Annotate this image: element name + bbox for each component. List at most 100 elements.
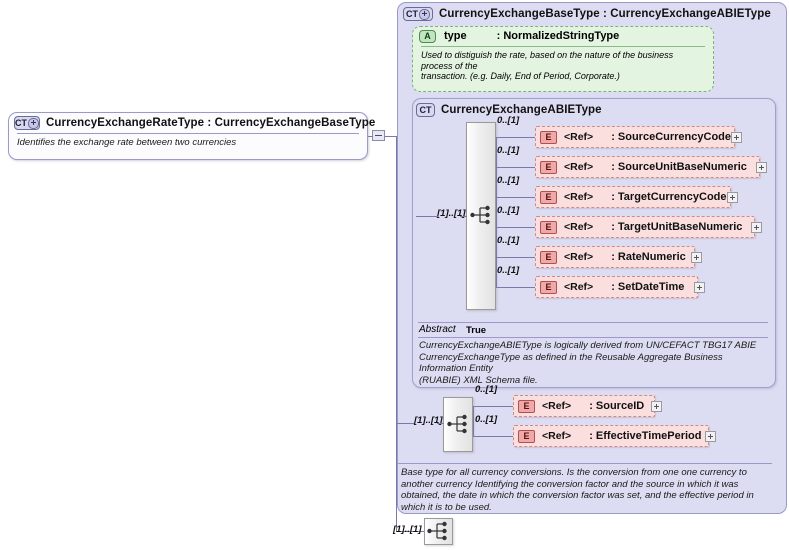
element-icon: E bbox=[518, 429, 535, 443]
connector-line bbox=[416, 216, 438, 217]
element-ref-box[interactable]: E<Ref>: TargetUnitBaseNumeric bbox=[535, 216, 755, 238]
element-ref-box[interactable]: E <Ref> : SourceCurrencyCode bbox=[535, 126, 735, 148]
element-cardinality: 0..[1] bbox=[475, 414, 498, 425]
attribute-box-type[interactable]: A type : NormalizedStringType Used to di… bbox=[412, 26, 714, 92]
element-ref-label: <Ref> bbox=[542, 400, 572, 412]
element-ref-name: : SourceCurrencyCode bbox=[611, 131, 731, 143]
element-cardinality: 0..[1] bbox=[497, 175, 520, 186]
expand-plus-icon[interactable] bbox=[751, 222, 762, 233]
page-title: CurrencyExchangeRateType : CurrencyExcha… bbox=[46, 117, 376, 129]
connector-line bbox=[368, 136, 373, 137]
connector-line bbox=[385, 136, 397, 137]
element-ref-label: <Ref> bbox=[564, 131, 594, 143]
element-icon: E bbox=[540, 130, 557, 144]
expand-plus-icon[interactable] bbox=[756, 162, 767, 173]
sequence-compositor-icon bbox=[427, 521, 447, 541]
abie-type-title: CurrencyExchangeABIEType bbox=[441, 104, 602, 116]
complex-type-expand-icon[interactable]: CT bbox=[14, 116, 40, 130]
base-type-header: CT CurrencyExchangeBaseType : CurrencyEx… bbox=[401, 4, 783, 24]
connector-line bbox=[437, 423, 444, 424]
divider bbox=[17, 133, 359, 134]
sequence-cardinality-base: [1]..[1] bbox=[414, 415, 443, 426]
element-cardinality: 0..[1] bbox=[497, 265, 520, 276]
header-row: CT CurrencyExchangeABIEType bbox=[416, 101, 756, 119]
connector-line bbox=[396, 423, 414, 424]
expand-plus-icon[interactable] bbox=[694, 282, 705, 293]
divider bbox=[418, 337, 768, 338]
sequence-compositor-icon bbox=[470, 205, 490, 225]
attribute-icon: A bbox=[419, 29, 436, 43]
element-ref-name: : SourceID bbox=[589, 400, 645, 412]
connector-line bbox=[473, 436, 513, 437]
complex-type-icon: CT bbox=[416, 103, 435, 117]
element-ref-label: <Ref> bbox=[564, 161, 594, 173]
element-icon: E bbox=[540, 250, 557, 264]
attribute-type: : NormalizedStringType bbox=[496, 30, 620, 42]
element-ref-name: : RateNumeric bbox=[611, 251, 686, 263]
element-cardinality: 0..[1] bbox=[497, 145, 520, 156]
connector-line bbox=[496, 197, 497, 216]
connector-line bbox=[460, 216, 467, 217]
element-ref-name: : EffectiveTimePeriod bbox=[589, 430, 702, 442]
divider bbox=[418, 322, 768, 323]
connector-line bbox=[396, 531, 424, 532]
type-box-header: CT CurrencyExchangeRateType : CurrencyEx… bbox=[9, 113, 375, 133]
base-type-description: Base type for all currency conversions. … bbox=[401, 467, 754, 513]
attribute-header: A type : NormalizedStringType bbox=[413, 27, 713, 45]
element-ref-box[interactable]: E <Ref> : EffectiveTimePeriod bbox=[513, 425, 709, 447]
expand-plus-icon[interactable] bbox=[731, 132, 742, 143]
element-icon: E bbox=[540, 190, 557, 204]
element-ref-box[interactable]: E <Ref> : RateNumeric bbox=[535, 246, 695, 268]
plus-glyph bbox=[419, 8, 430, 20]
attribute-description: Used to distiguish the rate, based on th… bbox=[421, 50, 674, 81]
abie-type-description: CurrencyExchangeABIEType is logically de… bbox=[419, 340, 757, 386]
complex-type-expand-icon[interactable]: CT bbox=[403, 7, 433, 21]
root-sequence-cardinality: [1]..[1] bbox=[393, 524, 422, 535]
expand-plus-icon[interactable] bbox=[691, 252, 702, 263]
abstract-label: Abstract bbox=[419, 324, 456, 335]
minus-glyph bbox=[375, 135, 382, 136]
divider bbox=[398, 463, 772, 464]
plus-glyph bbox=[28, 117, 39, 129]
expand-plus-icon[interactable] bbox=[651, 401, 662, 412]
element-ref-box[interactable]: E <Ref> : SourceID bbox=[513, 395, 655, 417]
element-ref-box[interactable]: E <Ref> : SourceUnitBaseNumeric bbox=[535, 156, 760, 178]
element-ref-name: : SourceUnitBaseNumeric bbox=[611, 161, 747, 173]
header-row: CT CurrencyExchangeBaseType : CurrencyEx… bbox=[401, 4, 783, 24]
element-cardinality: 0..[1] bbox=[497, 115, 520, 126]
element-ref-name: : SetDateTime bbox=[611, 281, 685, 293]
connector-line bbox=[496, 167, 535, 168]
abie-header: CT CurrencyExchangeABIEType bbox=[416, 101, 756, 119]
element-ref-box[interactable]: E <Ref> : TargetCurrencyCode bbox=[535, 186, 731, 208]
sequence-bar-abie[interactable] bbox=[466, 122, 496, 310]
badge-label: CT bbox=[406, 8, 418, 19]
badge-label: CT bbox=[15, 117, 27, 128]
expand-plus-icon[interactable] bbox=[705, 431, 716, 442]
connector-line bbox=[496, 137, 535, 138]
sequence-cardinality-abie: [1]..[1] bbox=[437, 208, 466, 219]
element-ref-label: <Ref> bbox=[564, 221, 594, 233]
element-ref-label: <Ref> bbox=[564, 281, 594, 293]
sequence-compositor-icon bbox=[447, 414, 467, 434]
connector-line bbox=[473, 423, 474, 436]
element-icon: E bbox=[540, 280, 557, 294]
element-icon: E bbox=[540, 160, 557, 174]
abstract-value: True bbox=[466, 325, 487, 336]
connector-line bbox=[496, 216, 497, 287]
base-type-title: CurrencyExchangeBaseType : CurrencyExcha… bbox=[439, 8, 771, 20]
expand-plus-icon[interactable] bbox=[727, 192, 738, 203]
connector-line bbox=[496, 257, 535, 258]
element-ref-label: <Ref> bbox=[542, 430, 572, 442]
collapse-minus-icon[interactable] bbox=[372, 130, 385, 141]
connector-line bbox=[396, 136, 397, 531]
element-cardinality: 0..[1] bbox=[497, 205, 520, 216]
element-ref-label: <Ref> bbox=[564, 251, 594, 263]
connector-line bbox=[496, 287, 535, 288]
element-ref-label: <Ref> bbox=[564, 191, 594, 203]
element-ref-name: : TargetCurrencyCode bbox=[611, 191, 727, 203]
type-box-currency-exchange-rate-type[interactable]: CT CurrencyExchangeRateType : CurrencyEx… bbox=[8, 112, 375, 160]
connector-line bbox=[473, 406, 513, 407]
element-ref-box[interactable]: E <Ref> : SetDateTime bbox=[535, 276, 698, 298]
element-icon: E bbox=[518, 399, 535, 413]
